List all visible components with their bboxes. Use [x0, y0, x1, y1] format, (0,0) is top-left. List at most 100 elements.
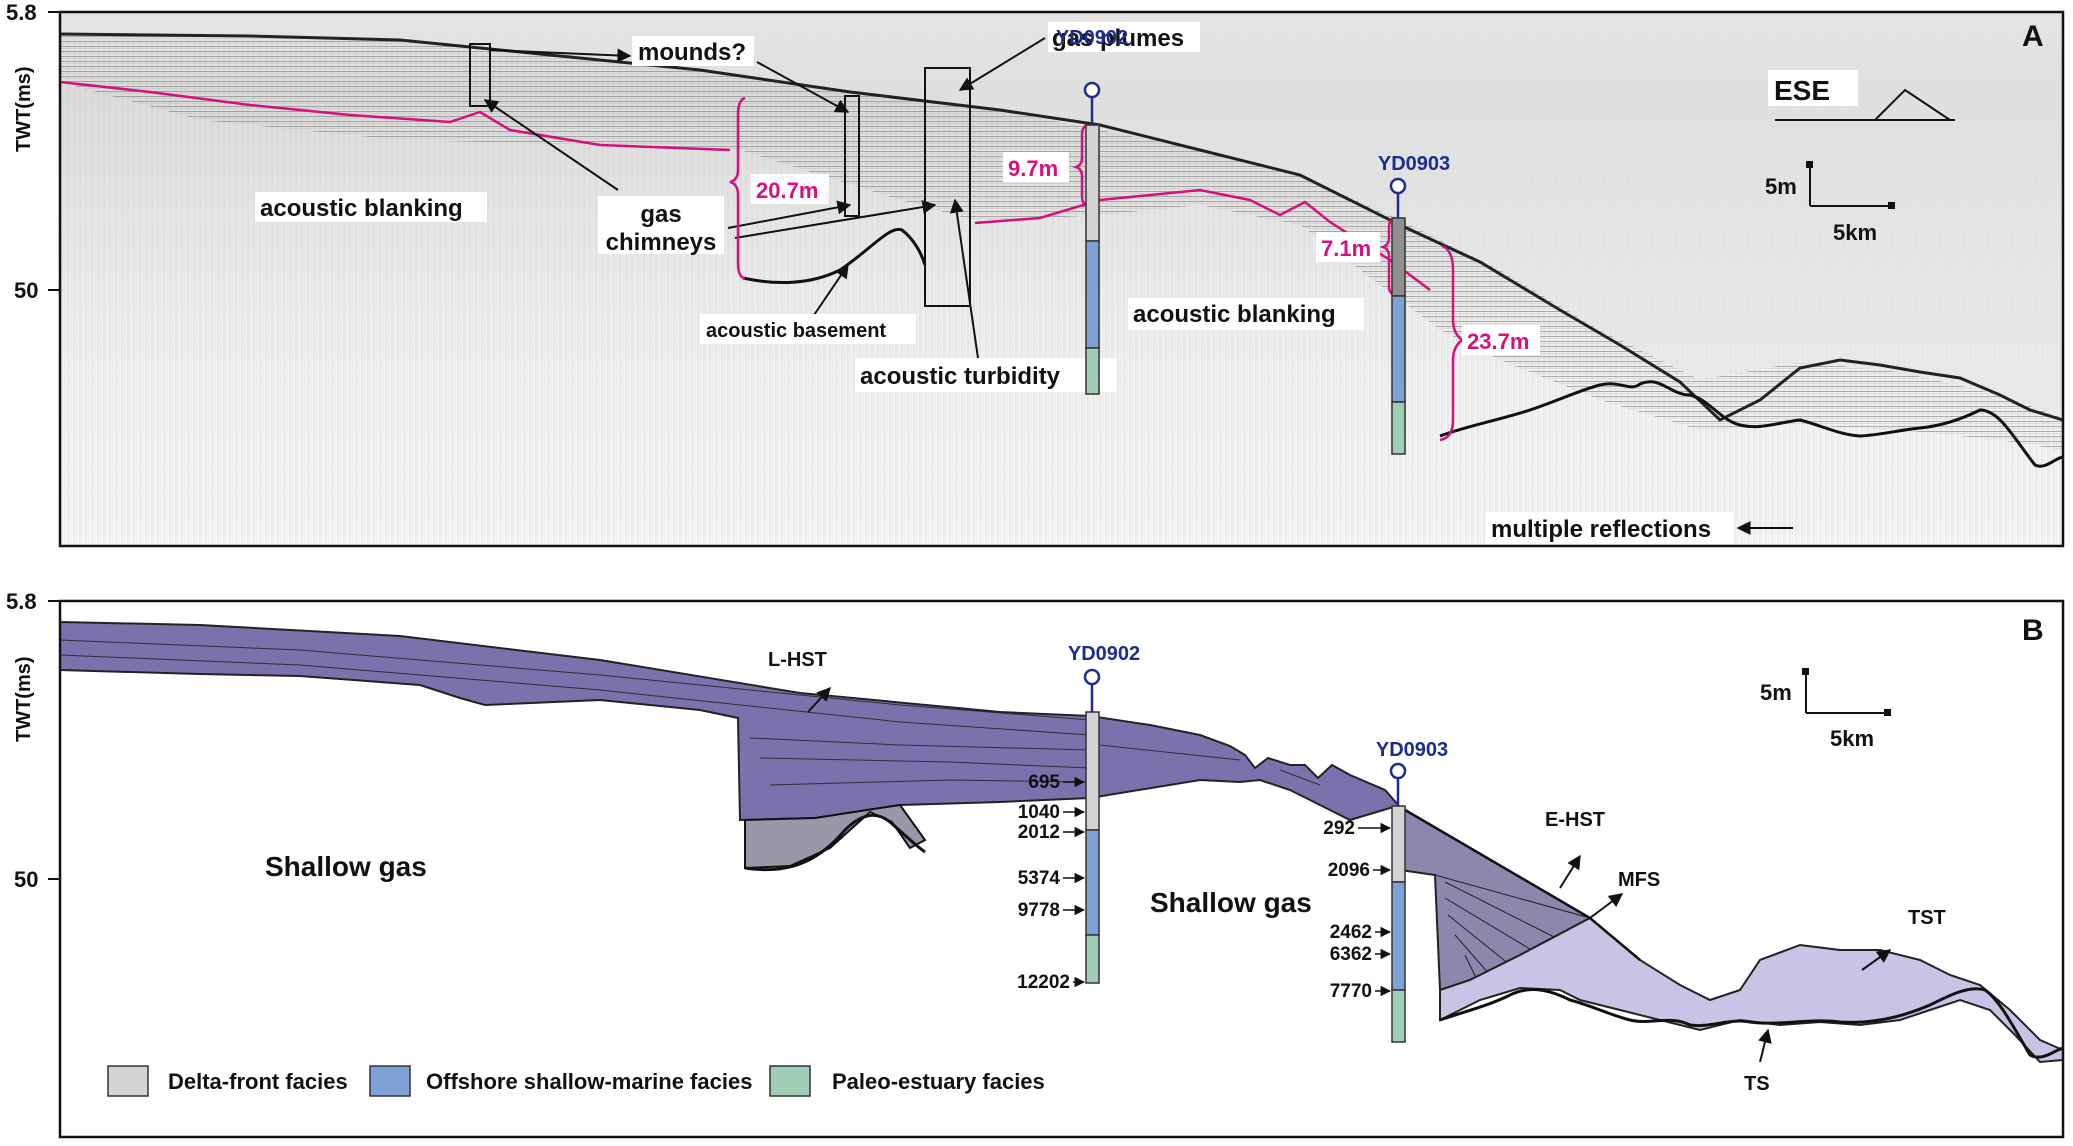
well-head-icon	[1083, 81, 1101, 99]
arrow-chimney-1	[483, 99, 619, 191]
arrow-tst	[1861, 949, 1892, 971]
legend-label-delta-front: Delta-front facies	[168, 1069, 348, 1094]
scale-v-b: 5m	[1760, 680, 1792, 705]
label-chimneys: chimneys	[606, 229, 717, 256]
scale-h-a: 5km	[1833, 220, 1877, 245]
samples-yd0902: 695 1040 2012 5374 9778 12202	[1017, 772, 1086, 993]
core-delta-front	[1085, 711, 1100, 831]
label-bg-chimneys	[598, 196, 724, 254]
core-offshore	[1391, 295, 1406, 403]
label-bg-blanking-2	[1128, 298, 1364, 330]
panel-b: L-HST E-HST MFS TST TS Shallow gas Shall…	[6, 589, 2065, 1139]
core-delta-front	[1391, 217, 1406, 297]
label-gas: gas	[640, 201, 681, 228]
panel-a: mounds? gas plumes acoustic blanking gas…	[6, 0, 2065, 548]
arrow-l-hst	[807, 686, 831, 713]
unit-tst	[1439, 916, 2064, 1064]
label-e-hst: E-HST	[1545, 809, 1605, 831]
well-head-icon	[1389, 177, 1407, 195]
core-offshore	[1085, 829, 1100, 936]
core-estuary	[1085, 347, 1100, 395]
label-bg-9-7	[1003, 152, 1069, 182]
scale-bar-b: 5m 5km	[1760, 668, 1891, 751]
scale-bar-a: 5m 5km	[1765, 161, 1895, 245]
well-label-yd0902-b: YD0902	[1068, 643, 1140, 665]
ylabel-b: TWT(ms)	[13, 656, 35, 742]
sample-label: 2462	[1330, 922, 1372, 943]
well-label-yd0902-a: YD0902	[1056, 27, 1128, 49]
label-bg-20-7	[751, 174, 829, 204]
sample-label: 12202	[1017, 972, 1070, 993]
label-direction: ESE	[1774, 75, 1830, 106]
well-yd0902-b: YD0902	[1068, 643, 1140, 984]
l-hst-laminations	[59, 639, 1321, 786]
arrow-chimney-3	[734, 200, 937, 239]
label-multiple-reflections: multiple reflections	[1491, 516, 1711, 543]
legend-label-estuary: Paleo-estuary facies	[832, 1069, 1045, 1094]
label-bg-23-7	[1462, 325, 1540, 355]
label-shallow-gas-2: Shallow gas	[1150, 887, 1312, 918]
core-estuary	[1085, 934, 1100, 984]
legend-label-offshore: Offshore shallow-marine facies	[426, 1069, 752, 1094]
samples-yd0903: 292 2096 2462 6362 7770	[1323, 818, 1392, 1002]
sample-label: 5374	[1018, 868, 1061, 889]
gas-plume-box	[924, 67, 971, 307]
label-mfs: MFS	[1618, 869, 1660, 891]
arrow-mounds-1	[489, 48, 632, 63]
unit-l-hst	[59, 620, 1403, 822]
label-bg-ese	[1768, 70, 1858, 106]
basement-reflector-1	[742, 227, 927, 284]
direction-triangle-icon	[1874, 88, 1951, 121]
sample-label: 2096	[1328, 860, 1370, 881]
arrow-ts	[1758, 1028, 1772, 1063]
core-estuary	[1391, 989, 1406, 1043]
label-bg-basement	[700, 314, 916, 344]
sample-label: 695	[1028, 772, 1060, 793]
scale-h-b: 5km	[1830, 726, 1874, 751]
well-label-yd0903-a: YD0903	[1378, 153, 1450, 175]
thickness-23-7: 23.7m	[1467, 329, 1529, 354]
arrow-gas-plumes	[958, 37, 1046, 91]
panel-letter-b: B	[2022, 614, 2044, 647]
label-l-hst: L-HST	[768, 649, 827, 671]
mound-box-2	[844, 95, 860, 217]
well-yd0902-a: YD0902	[1056, 27, 1128, 395]
e-hst-laminations	[1434, 874, 1591, 983]
arrow-turbidity	[949, 198, 979, 359]
arrow-mounds-2	[756, 61, 850, 113]
basement-reflector-2	[1439, 380, 2064, 468]
seafloor-reflector	[59, 32, 2064, 422]
basement-line-b	[744, 813, 926, 872]
scale-v-a: 5m	[1765, 174, 1797, 199]
core-offshore	[1391, 881, 1406, 991]
pink-boundary-1	[59, 80, 731, 152]
legend-swatch-estuary	[769, 1065, 811, 1097]
well-yd0903-b: YD0903	[1376, 739, 1448, 1043]
ytick-a-mid: 50	[14, 278, 38, 303]
ytick-b-top: 5.8	[6, 589, 37, 614]
ts-surface	[1439, 987, 2064, 1059]
well-label-yd0903-b: YD0903	[1376, 739, 1448, 761]
label-mounds: mounds?	[638, 39, 746, 66]
thickness-9-7: 9.7m	[1008, 156, 1058, 181]
arrow-basement	[811, 263, 849, 319]
water-column	[60, 12, 2063, 418]
sample-label: 6362	[1330, 944, 1372, 965]
arrow-chimney-2	[727, 200, 852, 229]
sample-label: 2012	[1018, 822, 1060, 843]
brace-7-1	[1379, 216, 1396, 296]
label-bg-blanking-1	[255, 192, 487, 222]
sample-label: 7770	[1330, 981, 1372, 1002]
label-acoustic-blanking-1: acoustic blanking	[260, 195, 463, 222]
sample-label: 9778	[1018, 900, 1060, 921]
panel-b-background	[60, 601, 2063, 1137]
panel-b-frame	[58, 599, 2065, 1139]
legend-swatch-delta-front	[107, 1065, 149, 1097]
sample-label: 292	[1323, 818, 1355, 839]
core-delta-front	[1391, 805, 1406, 883]
label-acoustic-basement: acoustic basement	[706, 320, 886, 342]
core-offshore	[1085, 240, 1100, 349]
panel-a-frame	[58, 10, 2065, 548]
brace-20-7	[729, 96, 746, 280]
